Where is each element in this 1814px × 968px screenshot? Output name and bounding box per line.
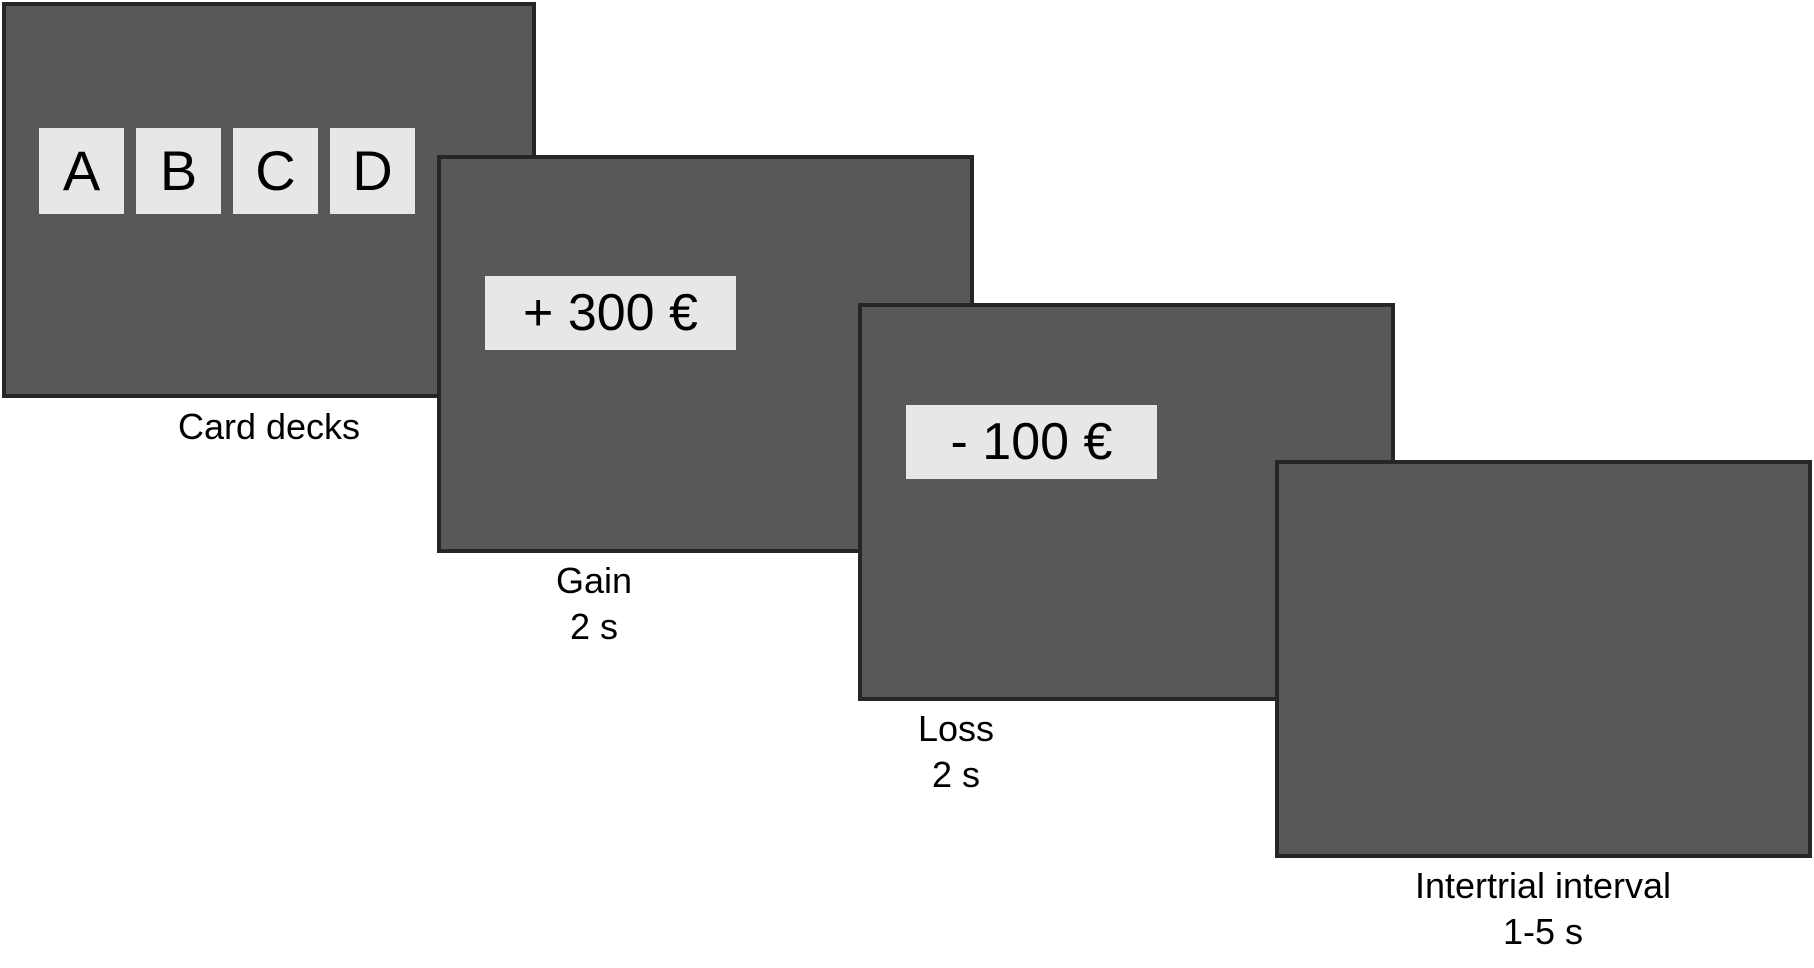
card-deck-b[interactable]: B	[136, 128, 221, 214]
card-deck-d-label: D	[352, 139, 393, 202]
caption-loss-line2: 2 s	[931, 754, 981, 796]
caption-loss-line1: Loss	[917, 708, 995, 749]
card-deck-b-label: B	[159, 139, 198, 202]
caption-card-decks: Card decks	[19, 404, 519, 450]
screen-intertrial-interval	[1275, 460, 1812, 858]
caption-intertrial-interval-line1: Intertrial interval	[1414, 865, 1672, 906]
loss-amount-box: - 100 €	[906, 405, 1157, 479]
caption-intertrial-interval-line2: 1-5 s	[1502, 911, 1584, 953]
caption-intertrial-interval: Intertrial interval 1-5 s	[1293, 863, 1793, 955]
caption-gain-line2: 2 s	[569, 606, 619, 648]
caption-gain-line1: Gain	[555, 560, 633, 601]
card-deck-d[interactable]: D	[330, 128, 415, 214]
card-deck-c-label: C	[255, 139, 296, 202]
loss-amount-label: - 100 €	[950, 413, 1113, 471]
card-deck-row: A B C D	[39, 128, 415, 214]
caption-loss: Loss 2 s	[706, 706, 1206, 798]
gain-amount-box: + 300 €	[485, 276, 736, 350]
caption-gain: Gain 2 s	[344, 558, 844, 650]
card-deck-a[interactable]: A	[39, 128, 124, 214]
gain-amount-label: + 300 €	[523, 284, 698, 342]
card-deck-a-label: A	[62, 139, 101, 202]
caption-card-decks-line1: Card decks	[177, 406, 361, 447]
card-deck-c[interactable]: C	[233, 128, 318, 214]
